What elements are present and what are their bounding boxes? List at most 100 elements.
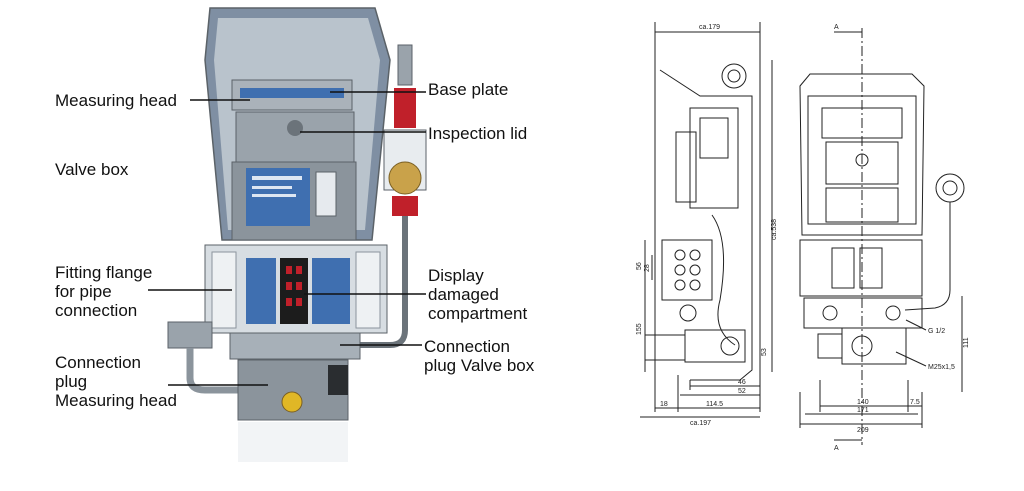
dim-text-538: ca.538 <box>771 219 778 240</box>
dim-text-7-5: 7.5 <box>910 399 920 406</box>
display-led <box>286 282 292 290</box>
eye-bolt-inner <box>727 69 741 83</box>
plate-text-line <box>252 194 296 197</box>
front-view-drawing <box>799 28 965 445</box>
thread-m-label: M25x1,5 <box>928 364 955 371</box>
side-pipe <box>711 214 736 346</box>
display-led <box>296 298 302 306</box>
side-housing <box>659 69 753 381</box>
leader-g <box>905 319 927 331</box>
dim-text-197: ca.197 <box>690 420 711 427</box>
front-side-fitting-inner <box>942 180 958 196</box>
display-led <box>286 298 292 306</box>
front-panel <box>859 247 883 289</box>
dim-text-56: 56 <box>636 262 643 270</box>
section-label-bottom: A <box>834 445 839 452</box>
dim-text-140: 140 <box>857 399 869 406</box>
flange-bolt <box>689 249 701 261</box>
side-plug <box>644 334 686 361</box>
front-port <box>822 305 838 321</box>
side-base-block <box>684 329 746 363</box>
section-label-top: A <box>834 24 839 31</box>
plate-text-line <box>252 176 302 180</box>
front-port <box>885 305 901 321</box>
yellow-cap <box>281 391 303 413</box>
flange-bolt <box>689 264 701 276</box>
fitting-pipe <box>397 44 413 86</box>
dim-text-28: 28 <box>644 264 651 272</box>
front-housing <box>799 73 925 236</box>
label-base-plate: Base plate <box>428 80 509 99</box>
display-led <box>286 266 292 274</box>
leader-lines <box>148 91 426 386</box>
side-valve <box>675 131 697 203</box>
label-connection-plug-valve-box: Connection plug Valve box <box>424 337 535 375</box>
display-led <box>296 282 302 290</box>
thread-g-label: G 1/2 <box>928 328 945 335</box>
label-fitting-flange: Fitting flange for pipe connection <box>55 263 153 320</box>
dim-text-top: ca.179 <box>699 24 720 31</box>
eye-bolt <box>721 63 747 89</box>
dim-text-18: 18 <box>660 401 668 408</box>
right-terminal-strip <box>355 251 381 329</box>
label-connection-plug-measuring-head: Connection plug Measuring head <box>55 353 177 410</box>
front-base-port <box>851 335 873 357</box>
side-upper-box <box>689 107 739 209</box>
lid-knob <box>287 120 303 136</box>
inspection-lid <box>235 111 355 163</box>
front-housing-inner <box>807 95 917 225</box>
label-valve-box: Valve box <box>55 160 129 179</box>
right-blue-panel <box>312 258 350 324</box>
front-lower-block <box>803 297 923 329</box>
flange-bolt <box>674 249 686 261</box>
plug-cable <box>186 348 240 394</box>
sight-window <box>315 171 337 217</box>
lower-valve-section <box>229 332 361 360</box>
display-panel <box>280 258 308 324</box>
label-display-damaged-compartment: Display damaged compartment <box>428 266 528 323</box>
label-measuring-head: Measuring head <box>55 91 177 110</box>
front-base-block <box>841 327 907 365</box>
dim-text-46: 46 <box>738 379 746 386</box>
front-side-fitting <box>935 173 965 203</box>
front-lid-knob <box>855 153 869 167</box>
dim-text-53: 53 <box>761 348 768 356</box>
dim-text-111: 111 <box>963 337 970 348</box>
front-top-module <box>821 107 903 139</box>
dimension-labels: ca.179 ca.538 56 28 155 53 46 52 18 114.… <box>636 24 970 452</box>
display-led <box>296 266 302 274</box>
bottom-clamp <box>328 365 348 395</box>
measuring-head-strip <box>240 88 344 98</box>
left-blue-panel <box>246 258 276 324</box>
leader-m <box>895 351 927 367</box>
connection-plug-left <box>167 321 213 349</box>
fitting-red-sleeve <box>394 88 416 128</box>
dim-text-209: 209 <box>857 427 869 434</box>
flange-bolt <box>689 279 701 291</box>
side-window <box>699 117 729 159</box>
fitting-red-tag <box>392 196 418 216</box>
front-plug <box>817 333 843 359</box>
flange-bolt <box>674 264 686 276</box>
reflection <box>238 422 348 462</box>
flange-bolt <box>674 279 686 291</box>
front-lid <box>825 141 899 185</box>
front-valve-box <box>825 187 899 223</box>
dim-text-155: 155 <box>636 323 643 335</box>
side-base-port <box>720 336 740 356</box>
plate-text-line <box>252 186 292 189</box>
brass-nut <box>388 161 422 195</box>
side-port <box>679 304 697 322</box>
label-inspection-lid: Inspection lid <box>428 124 528 143</box>
dim-text-171: 171 <box>857 407 869 414</box>
front-flange <box>799 239 923 297</box>
device-illustration <box>167 7 427 462</box>
dim-text-52: 52 <box>738 388 746 395</box>
dim-text-114-5: 114.5 <box>706 401 723 408</box>
front-pipe <box>904 202 951 311</box>
front-display <box>831 247 855 289</box>
side-flange <box>661 239 713 301</box>
side-view-drawing <box>640 22 773 418</box>
